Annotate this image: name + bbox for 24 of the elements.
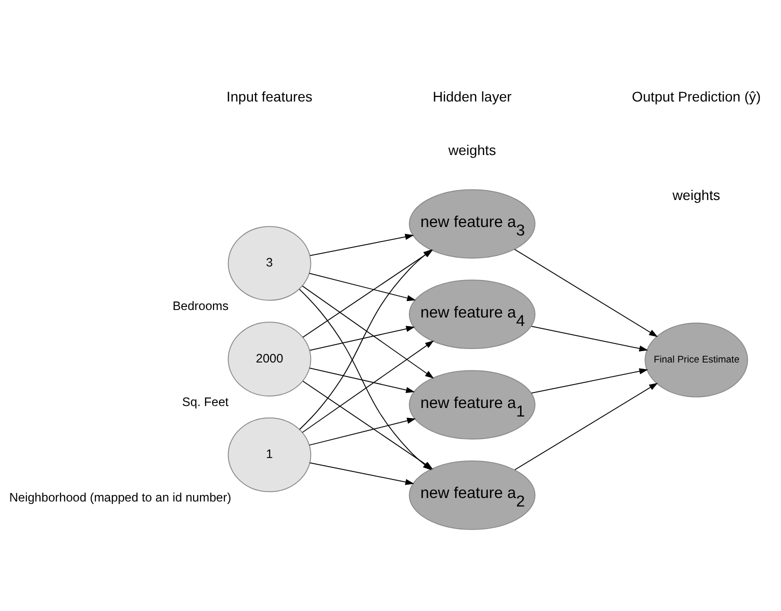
arrow xyxy=(514,382,658,470)
arrow xyxy=(308,417,416,446)
arrow xyxy=(309,367,415,393)
node-label: Neighborhood (mapped to an id number) xyxy=(9,490,232,504)
arrow xyxy=(309,462,414,485)
node-label: Bedrooms xyxy=(172,298,229,313)
node-ellipse: 3 xyxy=(228,226,312,300)
node-ellipse: Final Price Estimate xyxy=(644,322,748,397)
node-ellipse: 2000 xyxy=(228,321,312,396)
label: weights xyxy=(672,186,720,203)
label: Hidden layer xyxy=(432,88,512,104)
arrow xyxy=(302,340,434,432)
node-label: Sq. Feet xyxy=(182,394,229,408)
arrow xyxy=(308,272,416,301)
arrow xyxy=(514,248,658,336)
arrow xyxy=(302,285,434,378)
label: weights xyxy=(448,142,496,158)
label: Output Prediction (ŷ) xyxy=(632,88,761,104)
node-ellipse: 1 xyxy=(228,417,312,492)
arrow xyxy=(310,233,414,256)
arrow xyxy=(309,325,415,350)
arrow xyxy=(531,325,648,352)
label: Input features xyxy=(226,88,312,104)
arrow xyxy=(531,368,648,393)
